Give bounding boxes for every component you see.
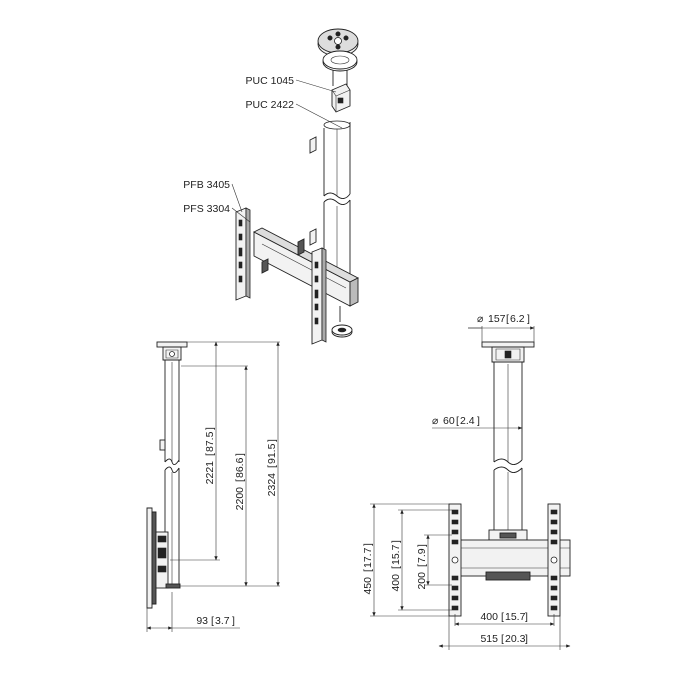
dim-200-in: 7.9	[416, 548, 428, 563]
dim-2221-in: 87.5	[204, 431, 216, 452]
svg-text:[: [	[416, 564, 428, 567]
dim-d157-in: 6.2	[510, 313, 525, 325]
callout-leaders	[231, 79, 343, 223]
svg-text:]: ]	[234, 453, 246, 456]
dim-400h-mm: 400	[480, 611, 498, 623]
svg-text:]: ]	[525, 633, 528, 645]
dim-93-in: 3.7	[215, 615, 230, 627]
dim-2221-mm: 2221	[204, 461, 216, 485]
isometric-view: PUC 1045 PUC 2422 PFB 3405 PFS 3304	[183, 28, 359, 345]
svg-text:]: ]	[232, 615, 235, 627]
coupler-puc1045	[331, 83, 351, 113]
dim-515-in: 20.3	[505, 633, 526, 645]
svg-text:[: [	[390, 566, 402, 569]
dim-2324: 2324 [ 91.5 ]	[266, 439, 278, 496]
side-view: 2221 [ 87.5 ] 2200 [ 86.6 ] 2324 [ 91.5 …	[146, 341, 280, 632]
dim-400v: 400 [ 15.7 ]	[390, 540, 402, 592]
dim-2324-mm: 2324	[266, 473, 278, 497]
svg-text:]: ]	[204, 427, 216, 430]
dim-2200: 2200 [ 86.6 ]	[234, 453, 246, 510]
svg-text:[: [	[506, 313, 509, 325]
dim-93-mm: 93	[196, 615, 208, 627]
dim-400h-in: 15.7	[505, 611, 526, 623]
svg-text:[: [	[234, 479, 246, 482]
dim-450-mm: 450	[362, 577, 374, 595]
svg-text:]: ]	[416, 544, 428, 547]
dim-2200-mm: 2200	[234, 487, 246, 511]
dim-450: 450 [ 17.7 ]	[362, 543, 374, 595]
dim-d60-symbol: ⌀	[432, 415, 439, 427]
front-left-rail	[448, 503, 462, 617]
callout-pfb3405: PFB 3405	[183, 179, 230, 191]
dim-450-in: 17.7	[362, 547, 374, 568]
left-rail	[235, 207, 251, 301]
dim-d157-symbol: ⌀	[477, 313, 484, 325]
front-right-rail	[547, 503, 561, 617]
svg-text:]: ]	[527, 313, 530, 325]
dim-2221: 2221 [ 87.5 ]	[204, 427, 216, 484]
dim-d157: ⌀ 157 [ 6.2 ]	[477, 313, 530, 325]
svg-text:[: [	[204, 453, 216, 456]
svg-text:[: [	[501, 633, 504, 645]
dim-d157-mm: 157	[488, 313, 506, 325]
svg-text:]: ]	[362, 543, 374, 546]
svg-text:[: [	[456, 415, 459, 427]
dim-515-mm: 515	[480, 633, 498, 645]
dim-93: 93 [ 3.7 ]	[196, 615, 235, 627]
svg-text:[: [	[266, 465, 278, 468]
dim-2200-in: 86.6	[234, 457, 246, 478]
crossbar	[253, 227, 359, 307]
front-view: ⌀ 157 [ 6.2 ] ⌀ 60 [ 2.4 ] 450 [	[362, 313, 571, 650]
dim-200-mm: 200	[416, 572, 428, 590]
svg-text:[: [	[501, 611, 504, 623]
dim-d60-mm: 60	[443, 415, 455, 427]
dim-2324-in: 91.5	[266, 443, 278, 464]
dim-400h: 400 [ 15.7 ]	[480, 611, 528, 623]
dim-d60: ⌀ 60 [ 2.4 ]	[432, 415, 480, 427]
dim-200: 200 [ 7.9 ]	[416, 544, 428, 590]
end-cap	[331, 306, 353, 338]
svg-text:]: ]	[266, 439, 278, 442]
svg-text:]: ]	[477, 415, 480, 427]
callout-puc1045: PUC 1045	[246, 75, 295, 87]
dim-400v-mm: 400	[390, 574, 402, 592]
svg-text:]: ]	[390, 540, 402, 543]
ceiling-plate	[317, 28, 359, 72]
dim-400v-in: 15.7	[390, 544, 402, 565]
dim-515: 515 [ 20.3 ]	[480, 633, 528, 645]
svg-text:[: [	[362, 569, 374, 572]
svg-text:]: ]	[525, 611, 528, 623]
svg-text:[: [	[211, 615, 214, 627]
dim-d60-in: 2.4	[460, 415, 475, 427]
callout-puc2422: PUC 2422	[246, 99, 295, 111]
callout-pfs3304: PFS 3304	[183, 203, 230, 215]
right-rail	[311, 247, 327, 345]
